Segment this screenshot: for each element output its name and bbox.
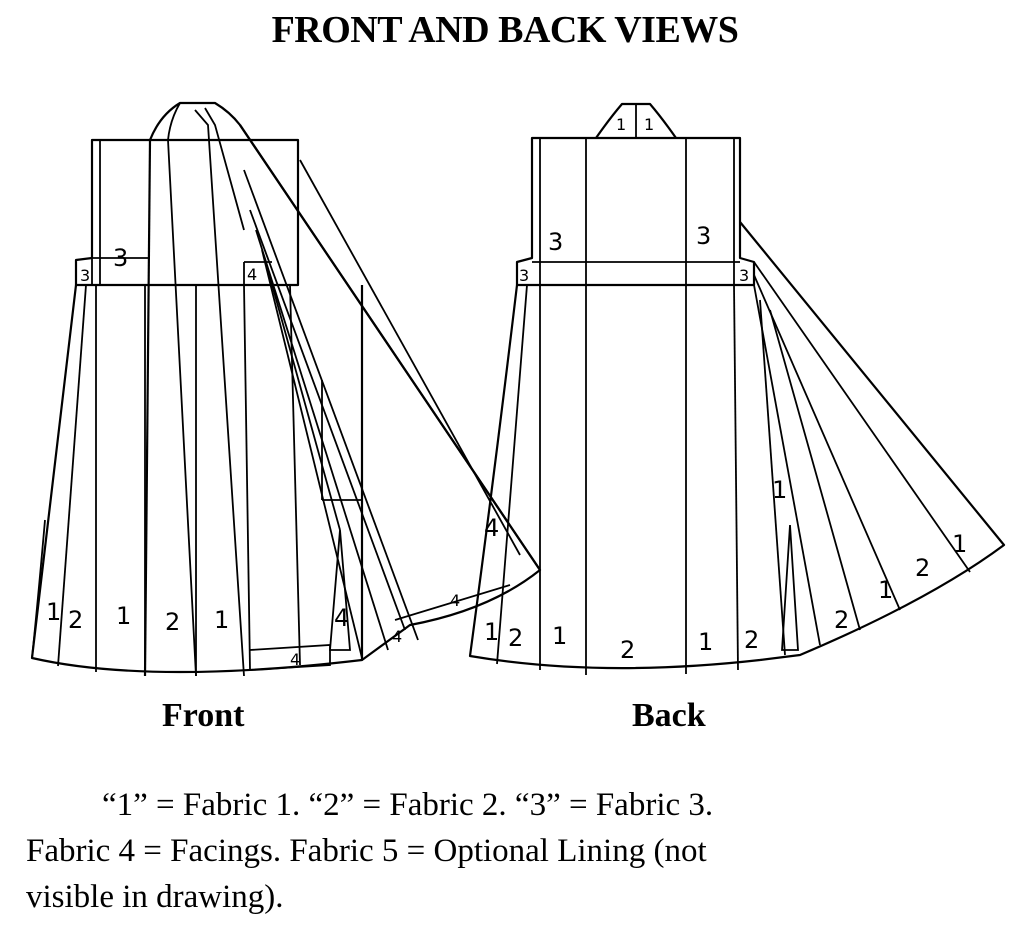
back-view-label: Back (632, 697, 706, 734)
back-panel-label: 1 (552, 622, 567, 650)
front-panel-label: 4 (290, 650, 300, 669)
front-panel-label: 1 (46, 598, 61, 626)
back-bodice-outline (515, 136, 756, 287)
back-panel-label: 1 (952, 530, 967, 558)
diagram-title: FRONT AND BACK VIEWS (271, 9, 739, 51)
front-panel-label: 4 (392, 627, 402, 646)
back-panel-label: 3 (548, 228, 563, 256)
front-panel-label: 2 (165, 608, 180, 636)
caption-line: visible in drawing). (26, 879, 284, 915)
back-panel-label: 2 (834, 606, 849, 634)
back-fan-seam (753, 284, 821, 646)
front-fan-seam (261, 249, 363, 659)
back-panel-label: 3 (739, 266, 749, 285)
back-slit (781, 524, 799, 651)
back-panel-label: 1 (484, 618, 499, 646)
back-panel-label: 2 (744, 626, 759, 654)
back-fan-seam (753, 261, 971, 573)
back-panel-label: 2 (915, 554, 930, 582)
front-view-label: Front (162, 697, 245, 734)
front-collar-band (143, 139, 152, 677)
front-panel-label: 4 (450, 591, 460, 610)
fabric-legend-caption: “1” = Fabric 1. “2” = Fabric 2. “3” = Fa… (26, 782, 906, 920)
back-fan-seam (759, 299, 786, 656)
back-panel-label: 1 (772, 476, 787, 504)
front-collar-outline (148, 101, 541, 571)
garment-drawing: 3 3 4 1 2 1 2 1 4 4 4 4 4 (30, 101, 1006, 677)
front-panel-label: 4 (247, 265, 257, 284)
back-panel-label: 2 (508, 624, 523, 652)
front-skirt-seam (289, 284, 301, 666)
back-fan-outline (739, 221, 1006, 662)
front-collar-band (194, 109, 245, 677)
front-fan-seam (249, 209, 406, 631)
front-panel-label: 1 (214, 606, 229, 634)
front-fan-outline (239, 124, 542, 661)
front-panel-label: 4 (334, 604, 349, 632)
front-panel-label: 1 (116, 602, 131, 630)
front-hem-facing (249, 644, 331, 671)
front-view-drawing: 3 3 4 1 2 1 2 1 4 4 4 4 4 (30, 101, 542, 677)
back-skirt-seam (733, 284, 739, 671)
front-skirt-line (31, 519, 46, 659)
back-panel-label: 1 (698, 628, 713, 656)
caption-line: Fabric 4 = Facings. Fabric 5 = Optional … (26, 833, 707, 869)
back-panel-label: 1 (878, 576, 893, 604)
back-skirt-outline (468, 284, 761, 670)
back-view-drawing: 1 1 3 3 3 3 1 2 1 2 1 2 1 2 1 2 1 (468, 102, 1006, 675)
front-panel-label: 2 (68, 606, 83, 634)
front-fan-facing (299, 159, 521, 556)
back-panel-label: 1 (616, 115, 626, 134)
front-fan-seam (267, 269, 341, 531)
front-slit (329, 529, 351, 651)
caption-line: “1” = Fabric 1. “2” = Fabric 2. “3” = Fa… (102, 787, 714, 823)
front-fan-seam (243, 169, 419, 641)
front-collar-band (204, 107, 245, 231)
front-skirt-seam (243, 284, 251, 671)
front-fan-facing (394, 584, 511, 621)
back-skirt-seam (496, 284, 528, 665)
front-skirt-seam (57, 284, 87, 667)
back-fan-seam (753, 274, 901, 611)
back-panel-label: 2 (620, 636, 635, 664)
back-panel-label: 3 (696, 222, 711, 250)
back-panel-label: 3 (519, 266, 529, 285)
front-panel-label: 3 (80, 266, 90, 285)
back-panel-label: 1 (644, 115, 654, 134)
front-collar-band (167, 102, 197, 677)
front-panel-label: 3 (113, 244, 128, 272)
back-fan-seam (769, 309, 861, 631)
